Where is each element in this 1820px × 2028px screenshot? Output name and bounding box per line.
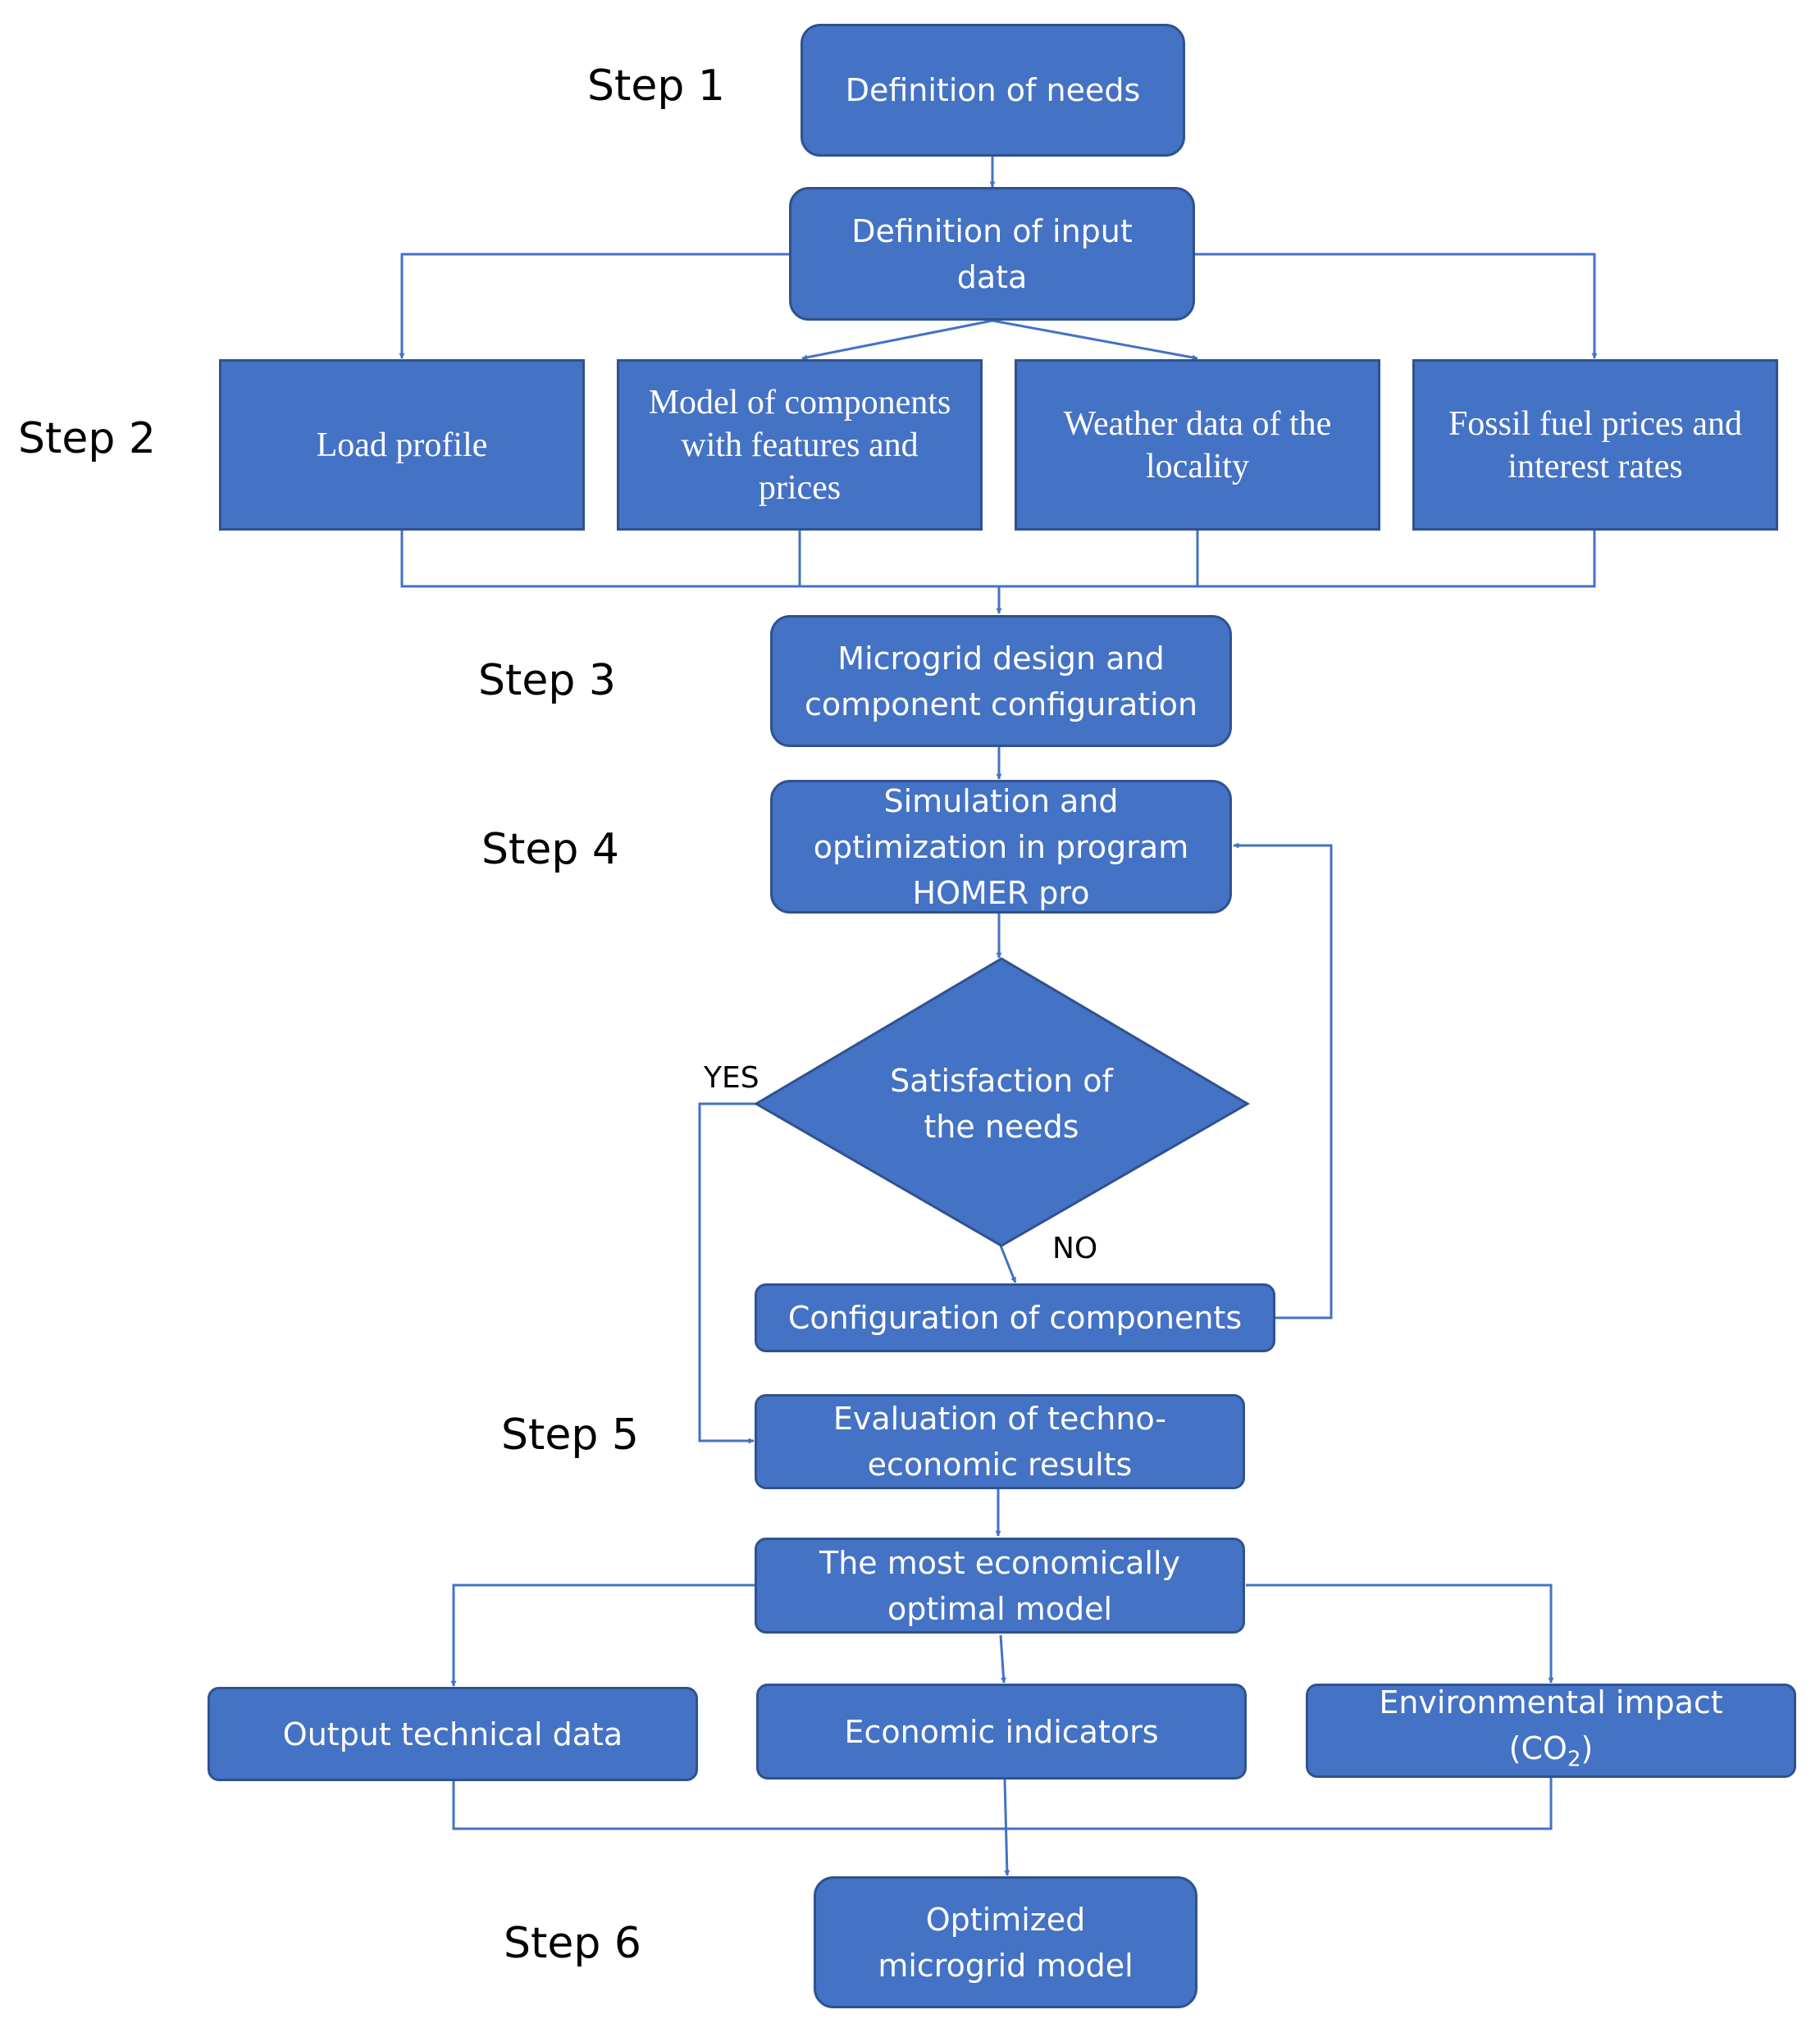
node-environmental-impact[interactable]: Environmental impact (CO2) [1306, 1684, 1796, 1778]
arrow-input-to-fossil [1195, 253, 1598, 359]
node-most-optimal-model[interactable]: The most economically optimal model [755, 1538, 1245, 1634]
node-output-technical-data[interactable]: Output technical data [208, 1687, 698, 1781]
step-3-label: Step 3 [478, 656, 617, 705]
arrow-input-to-model [801, 319, 993, 361]
node-definition-of-input-data[interactable]: Definition of input data [789, 187, 1195, 321]
node-economic-indicators-text: Economic indicators [844, 1713, 1159, 1750]
node-load-profile[interactable]: Load profile [219, 359, 585, 531]
arrow-optimal-to-output [450, 1584, 756, 1687]
arrow-input-to-load [399, 253, 789, 359]
arrow-optimal-to-environment [1246, 1584, 1554, 1684]
node-microgrid-design-text: Microgrid design and component configura… [804, 640, 1198, 722]
merge-line-step2 [400, 531, 1596, 588]
node-environmental-impact-title: Environmental impact [1379, 1684, 1723, 1720]
step-6-label: Step 6 [504, 1919, 642, 1968]
arrow-config-feedback [1233, 842, 1333, 1319]
label-yes: YES [704, 1061, 759, 1095]
step-4-label: Step 4 [481, 825, 620, 874]
node-optimized-microgrid-model[interactable]: Optimized microgrid model [814, 1876, 1197, 2008]
decision-diamond[interactable] [754, 957, 1250, 1247]
label-no: NO [1052, 1232, 1098, 1265]
node-definition-of-input-data-text: Definition of input data [851, 212, 1133, 295]
arrow-merge-to-final [1003, 1779, 1010, 1876]
node-weather-data[interactable]: Weather data of the locality [1015, 359, 1380, 531]
node-fossil-fuel-prices[interactable]: Fossil fuel prices and interest rates [1412, 359, 1778, 531]
node-definition-of-needs[interactable]: Definition of needs [801, 24, 1185, 157]
node-load-profile-text: Load profile [316, 426, 488, 464]
node-simulation-homer-text: Simulation and optimization in program H… [813, 782, 1189, 911]
decision-text: Satisfaction of the needs [890, 1063, 1113, 1145]
node-model-of-components-text: Model of components with features and pr… [648, 383, 951, 507]
node-output-technical-data-text: Output technical data [282, 1716, 623, 1752]
node-configuration-of-components[interactable]: Configuration of components [755, 1283, 1275, 1352]
node-weather-data-text: Weather data of the locality [1063, 404, 1332, 485]
arrow-decision-yes [698, 1102, 756, 1444]
node-environmental-impact-formula: (CO2) [1509, 1725, 1594, 1783]
node-fossil-fuel-prices-text: Fossil fuel prices and interest rates [1448, 404, 1743, 485]
step-5-label: Step 5 [501, 1410, 640, 1460]
co2-prefix: (CO [1508, 1729, 1567, 1766]
node-configuration-of-components-text: Configuration of components [787, 1300, 1243, 1336]
merge-line-step6 [452, 1778, 1553, 1830]
node-evaluation[interactable]: Evaluation of techno-economic results [755, 1394, 1245, 1489]
node-evaluation-text: Evaluation of techno-economic results [832, 1401, 1167, 1483]
step-2-label: Step 2 [18, 414, 157, 463]
co2-subscript: 2 [1567, 1747, 1581, 1772]
node-optimized-microgrid-model-text: Optimized microgrid model [878, 1901, 1134, 1984]
arrow-optimal-to-economic [999, 1634, 1007, 1684]
co2-suffix: ) [1581, 1729, 1594, 1766]
node-microgrid-design[interactable]: Microgrid design and component configura… [770, 615, 1232, 747]
step-1-label: Step 1 [587, 62, 726, 111]
node-definition-of-needs-text: Definition of needs [845, 72, 1141, 108]
node-most-optimal-model-text: The most economically optimal model [819, 1544, 1180, 1627]
node-simulation-homer[interactable]: Simulation and optimization in program H… [770, 780, 1232, 914]
node-model-of-components[interactable]: Model of components with features and pr… [617, 359, 983, 531]
arrow-decision-to-config [999, 1245, 1017, 1283]
arrow-input-to-weather [992, 319, 1198, 361]
node-economic-indicators[interactable]: Economic indicators [756, 1684, 1247, 1780]
